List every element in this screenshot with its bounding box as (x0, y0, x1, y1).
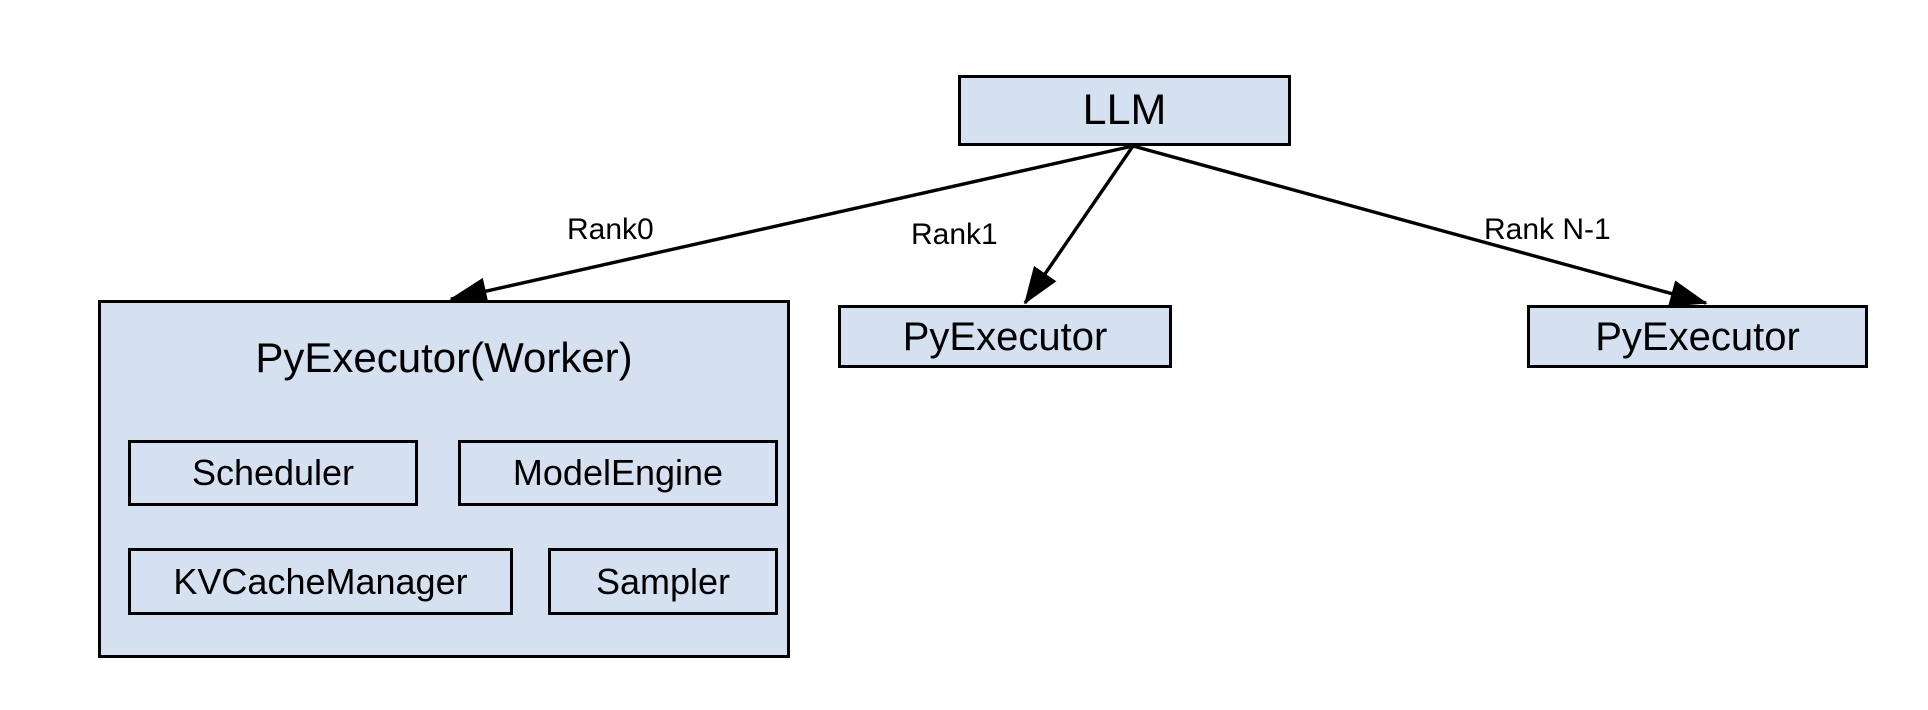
edge-llm-to-worker (449, 144, 1134, 305)
node-sampler-label: Sampler (595, 560, 731, 602)
node-pyexecutor-rankn[interactable]: PyExecutor (1527, 305, 1868, 368)
node-pyexecutor-rankn-label: PyExecutor (1595, 314, 1800, 359)
node-llm-label: LLM (1082, 85, 1167, 134)
node-scheduler-label: Scheduler (191, 452, 355, 494)
node-pyexecutor-rank1-label: PyExecutor (902, 314, 1108, 359)
node-scheduler[interactable]: Scheduler (128, 440, 418, 506)
edge-llm-to-pyexecutor-rankn (1132, 144, 1708, 307)
node-llm[interactable]: LLM (958, 75, 1291, 146)
node-model-engine[interactable]: ModelEngine (458, 440, 778, 506)
node-pyexecutor-worker[interactable]: PyExecutor(Worker) Scheduler ModelEngine… (98, 300, 790, 658)
node-kv-cache-manager-label: KVCacheManager (173, 560, 468, 602)
edge-llm-to-pyexecutor-rank1 (1023, 145, 1135, 305)
node-model-engine-label: ModelEngine (512, 452, 724, 494)
edge-label-rank-n-1: Rank N-1 (1484, 213, 1611, 246)
node-kv-cache-manager[interactable]: KVCacheManager (128, 548, 513, 615)
edge-label-rank1: Rank1 (911, 218, 998, 251)
node-pyexecutor-rank1[interactable]: PyExecutor (838, 305, 1172, 368)
edge-label-rank0: Rank0 (567, 213, 654, 246)
node-sampler[interactable]: Sampler (548, 548, 778, 615)
node-pyexecutor-worker-label: PyExecutor(Worker) (255, 334, 633, 381)
